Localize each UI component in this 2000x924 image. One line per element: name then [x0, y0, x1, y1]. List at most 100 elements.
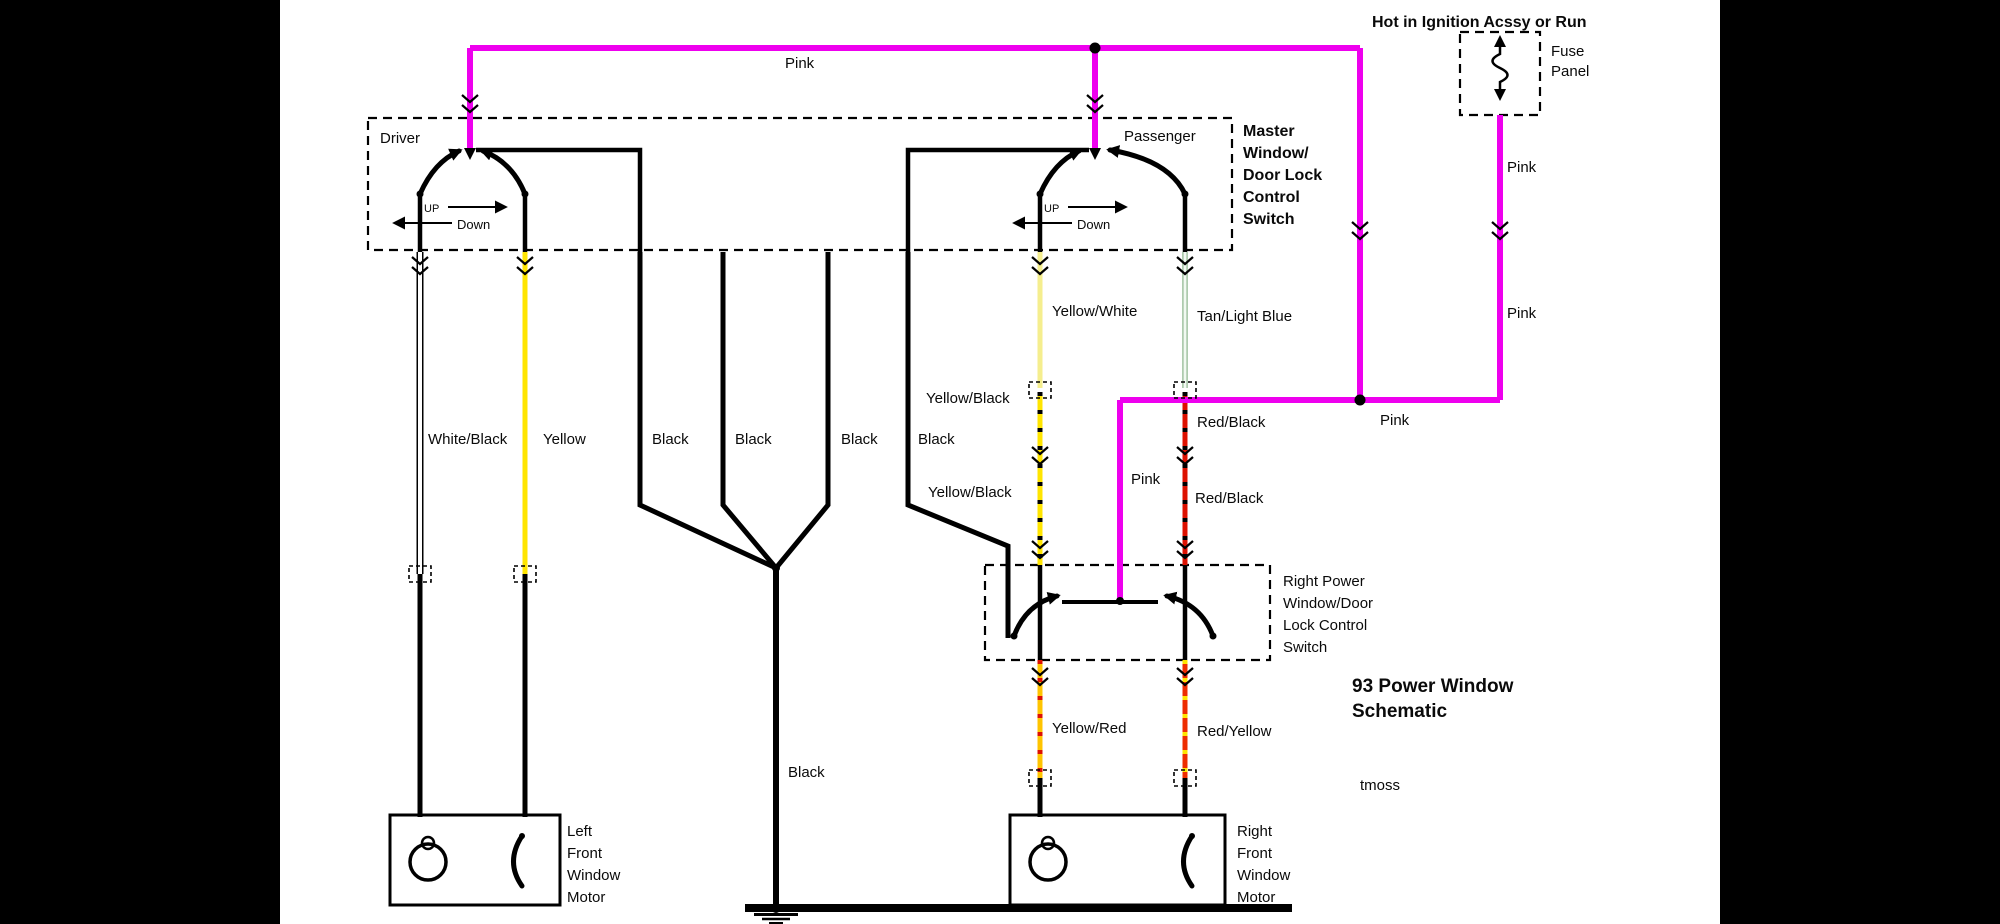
connector-box — [1028, 769, 1052, 787]
fuse-panel-label-line1: Fuse — [1551, 43, 1584, 60]
driver-up-label: UP — [424, 203, 439, 215]
right-switch-lever-right — [1163, 591, 1216, 639]
master-switch-title-line1: Master — [1243, 123, 1295, 140]
connector-chevron — [516, 256, 534, 276]
right-motor-terminal-icon — [1040, 835, 1056, 851]
wire-label-black-ground: Black — [788, 764, 825, 781]
junction-dot-pink-branch — [1354, 394, 1366, 406]
right-motor-label-line1: Right — [1237, 823, 1273, 840]
right-motor-brush-icon — [1181, 833, 1195, 889]
wire-label-pink-right-switch: Pink — [1131, 471, 1161, 488]
left-motor-symbols — [408, 833, 525, 889]
master-switch-symbols — [392, 145, 1189, 230]
right-motor-armature-icon — [1028, 842, 1068, 882]
pink-power-wires — [464, 42, 1503, 605]
passenger-label: Passenger — [1124, 128, 1196, 145]
wire-label-black-1: Black — [652, 431, 689, 448]
driver-lever-left — [417, 148, 463, 197]
wire-black-2 — [720, 252, 778, 570]
driver-label: Driver — [380, 130, 420, 147]
connector-chevron — [461, 94, 479, 114]
wire-passenger-internal-black — [905, 147, 1089, 252]
fuse-arrow-up — [1494, 35, 1506, 47]
wire-black-3 — [774, 252, 831, 570]
wire-label-pink-fuse-lower: Pink — [1507, 305, 1537, 322]
passenger-lever-right — [1106, 145, 1188, 197]
master-switch-title-line2: Window/ — [1243, 145, 1309, 162]
right-motor-label-line3: Window — [1237, 867, 1291, 884]
wire-label-pink-branch: Pink — [1380, 412, 1410, 429]
connector-chevron — [1086, 94, 1104, 114]
left-motor-armature-icon — [408, 842, 448, 882]
connector-chevron — [1031, 667, 1049, 687]
connector-chevron — [1351, 221, 1369, 241]
passenger-lever-left-pivot — [1036, 190, 1044, 198]
diagram-canvas — [280, 0, 1720, 924]
right-motor-label-line4: Motor — [1237, 889, 1275, 906]
driver-lever-left-pivot — [416, 190, 424, 198]
fuse-symbol — [1491, 46, 1509, 90]
right-motor-label-line2: Front — [1237, 845, 1273, 862]
connector-chevron — [1176, 540, 1194, 560]
pink-arrow-driver — [464, 148, 476, 160]
right-switch-lever-left-pivot — [1010, 632, 1018, 640]
pink-arrow-passenger — [1089, 148, 1101, 160]
wire-label-black-3: Black — [841, 431, 878, 448]
left-motor-label-line1: Left — [567, 823, 593, 840]
wire-label-yellow-white: Yellow/White — [1052, 303, 1137, 320]
junction-dot-pink-top — [1089, 42, 1101, 54]
wire-label-red-yellow: Red/Yellow — [1197, 723, 1272, 740]
master-switch-title-line4: Control — [1243, 189, 1300, 206]
junction-dot-ground-bus — [771, 903, 781, 913]
wire-label-white-black: White/Black — [428, 431, 508, 448]
passenger-lever-left — [1037, 148, 1083, 197]
left-motor-box — [388, 813, 562, 907]
junction-dot-pink-right-switch — [1116, 597, 1124, 605]
connector-box — [1028, 381, 1052, 399]
wire-black-4-to-right-switch — [905, 252, 1011, 638]
right-motor-brush-dot — [1189, 833, 1195, 839]
right-switch-title-line3: Lock Control — [1283, 617, 1367, 634]
schematic-title-line2: Schematic — [1352, 701, 1447, 722]
wire-label-black-4: Black — [918, 431, 955, 448]
left-motor-brush-dot — [519, 833, 525, 839]
master-switch-box — [366, 116, 1234, 252]
black-wires — [417, 147, 1292, 924]
left-motor-brush-icon — [511, 833, 525, 889]
driver-lever-right-pivot — [521, 190, 529, 198]
driver-lever-right — [479, 148, 528, 197]
connector-box — [513, 565, 537, 583]
fuse-panel-label-line2: Panel — [1551, 63, 1589, 80]
labels: Hot in Ignition Acssy or Run Fuse Panel … — [380, 14, 1589, 906]
right-switch-lever-right-pivot — [1209, 632, 1217, 640]
wire-label-yellow-red: Yellow/Red — [1052, 720, 1127, 737]
fuse-arrow-down — [1494, 89, 1506, 101]
passenger-lever-right-pivot — [1181, 190, 1189, 198]
wire-label-tan-light-blue: Tan/Light Blue — [1197, 308, 1292, 325]
junction-dot-ground-merge — [772, 564, 780, 572]
wire-driver-internal-black — [476, 147, 643, 252]
left-motor-label-line2: Front — [567, 845, 603, 862]
connector-chevron — [1176, 256, 1194, 276]
right-switch-lever-left — [1011, 591, 1061, 639]
right-switch-title-line2: Window/Door — [1283, 595, 1373, 612]
schematic-title-line1: 93 Power Window — [1352, 676, 1514, 697]
wire-black-1 — [637, 252, 778, 571]
connector-box — [408, 565, 432, 583]
left-motor-terminal-icon — [420, 835, 436, 851]
connector-chevron — [1031, 446, 1049, 466]
fuse-symbol-group — [1491, 35, 1509, 101]
master-switch-title-line5: Switch — [1243, 211, 1295, 228]
hot-in-ignition-label: Hot in Ignition Acssy or Run — [1372, 14, 1587, 31]
left-motor-label-line4: Motor — [567, 889, 605, 906]
right-switch-title-line4: Switch — [1283, 639, 1327, 656]
connector-chevron — [1491, 221, 1509, 241]
master-switch-title-line3: Door Lock — [1243, 167, 1322, 184]
passenger-up-label: UP — [1044, 203, 1059, 215]
wire-label-yellow-black-upper: Yellow/Black — [926, 390, 1010, 407]
wire-label-red-black-upper: Red/Black — [1197, 414, 1266, 431]
right-switch-box — [983, 563, 1272, 662]
left-motor-label-line3: Window — [567, 867, 621, 884]
